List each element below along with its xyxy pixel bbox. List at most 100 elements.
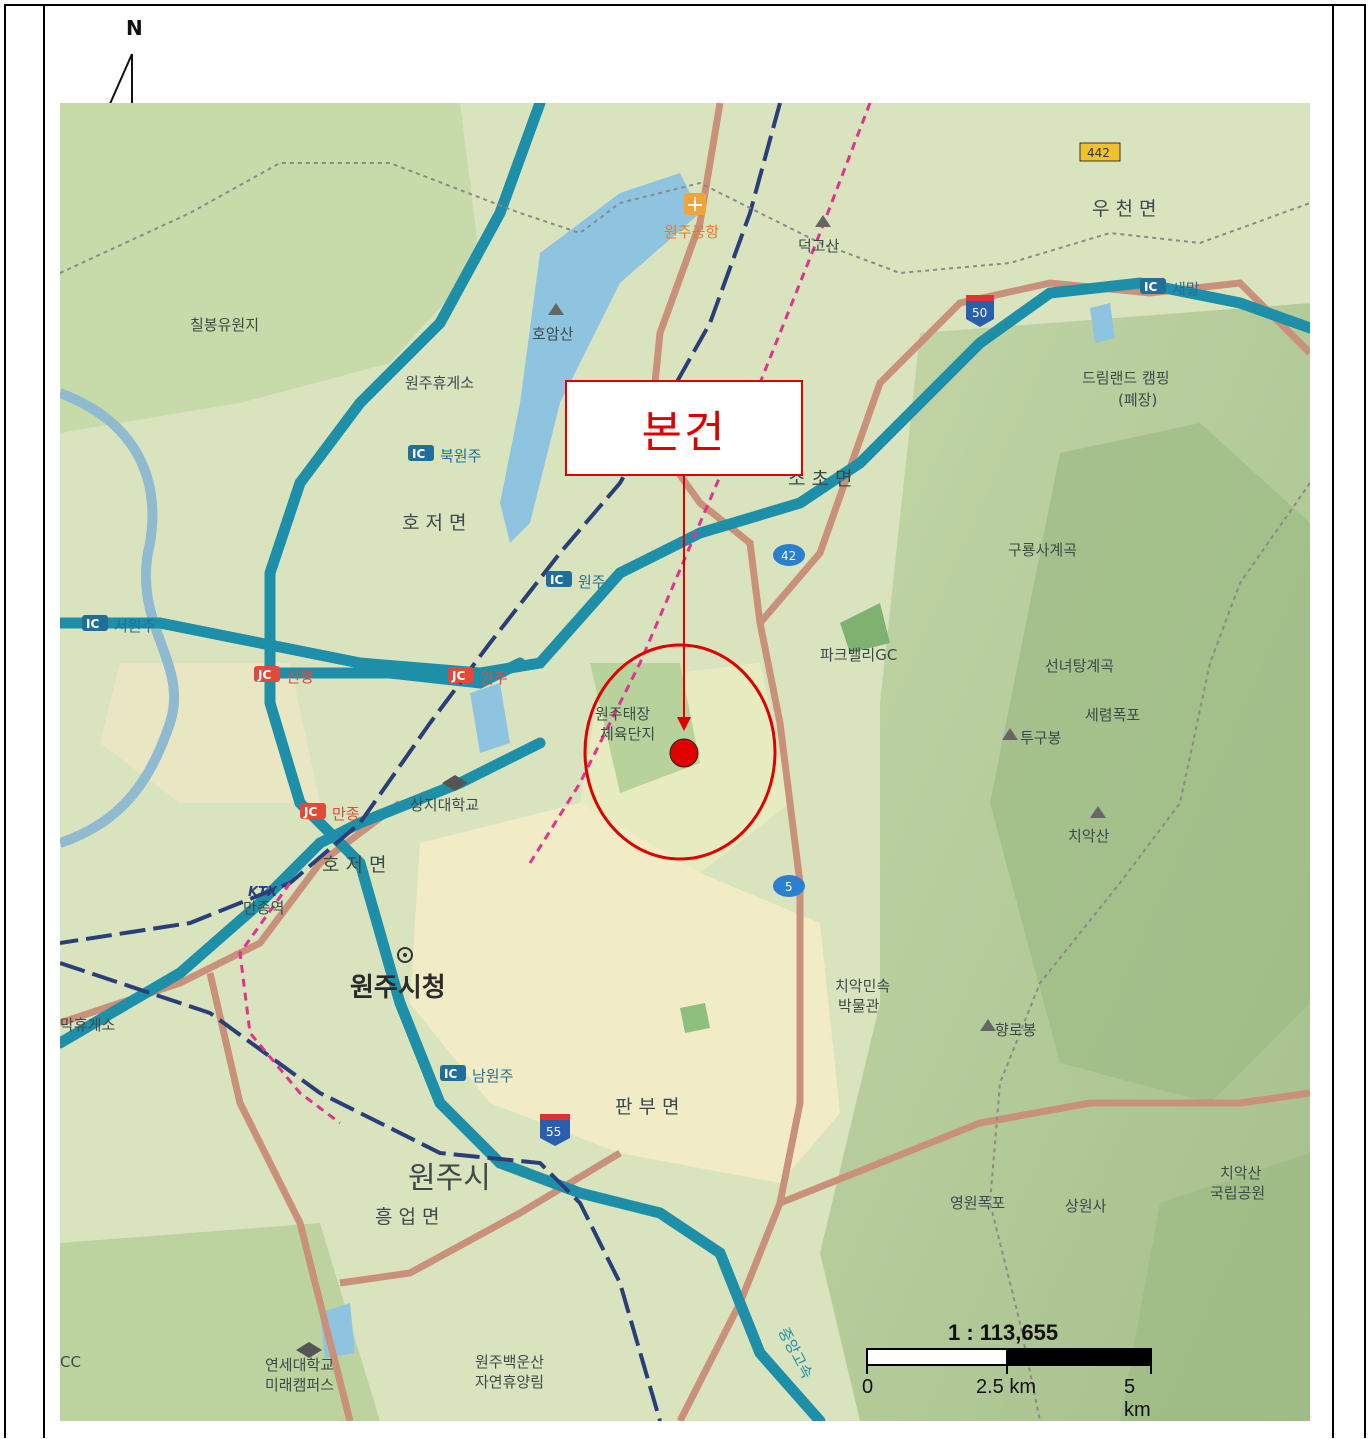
label-sangwon: 상원사 bbox=[1065, 1197, 1107, 1215]
scale-bar: 1 : 113,655 0 2.5 km 5 km bbox=[862, 1320, 1162, 1421]
target-area-circle bbox=[583, 643, 777, 861]
compass-north-label: N bbox=[126, 16, 143, 40]
label-manjong-jc: 만종 bbox=[332, 805, 360, 823]
scale-ratio: 1 : 113,655 bbox=[948, 1320, 1059, 1345]
ic-badge-text: IC bbox=[1144, 280, 1157, 294]
district-labels: 우 천 면 호 저 면 소 초 면 호 저 면 판 부 면 흥 업 면 bbox=[322, 198, 1157, 1228]
label-wonju-si: 원주시 bbox=[408, 1161, 491, 1196]
label-np-2: 국립공원 bbox=[1210, 1184, 1265, 1202]
outer-frame-right bbox=[1364, 4, 1366, 1438]
river-west bbox=[60, 388, 180, 848]
label-chiak: 치악산 bbox=[1068, 827, 1110, 845]
mountain-ridge-south bbox=[1120, 1153, 1310, 1421]
label-sinpyeong: 신평 bbox=[286, 668, 314, 686]
label-baekun-2: 자연휴양림 bbox=[475, 1373, 544, 1391]
route-shield-50 bbox=[966, 301, 994, 327]
label-np-1: 치악산 bbox=[1220, 1164, 1262, 1182]
label-manjong-station: 만종역 bbox=[243, 899, 284, 917]
label-heungeop: 흥 업 면 bbox=[375, 1206, 440, 1228]
label-dreamland-closed: (폐장) bbox=[1118, 391, 1157, 409]
label-sports-2: 체육단지 bbox=[600, 725, 655, 743]
mountain-icon bbox=[980, 1019, 996, 1031]
label-hojeo-north: 호 저 면 bbox=[402, 512, 467, 534]
label-city-hall: 원주시청 bbox=[350, 973, 446, 1003]
ktx-line bbox=[238, 103, 872, 1125]
label-socho: 소 초 면 bbox=[788, 468, 853, 490]
route-shield-50-top bbox=[966, 295, 994, 301]
scale-tick bbox=[866, 1364, 868, 1374]
label-sports-1: 원주태장 bbox=[595, 705, 650, 723]
route-shield-5 bbox=[773, 875, 805, 897]
mountain-icon bbox=[548, 303, 564, 315]
scale-label-2-5km: 2.5 km bbox=[976, 1376, 1037, 1398]
mountain-ridge bbox=[990, 423, 1310, 1103]
label-wonju-jc: 원주 bbox=[480, 669, 508, 687]
route-shield-42-text: 42 bbox=[781, 549, 796, 563]
route-shield-55-text: 55 bbox=[546, 1125, 561, 1139]
scale-tick bbox=[1150, 1364, 1152, 1374]
ic-badge bbox=[546, 571, 572, 587]
jc-badge-text: JC bbox=[451, 669, 465, 683]
jc-badge-text: JC bbox=[303, 805, 317, 819]
route-shield-55 bbox=[540, 1120, 570, 1146]
ic-badge-text: IC bbox=[86, 617, 99, 631]
scale-label-0: 0 bbox=[862, 1376, 874, 1398]
admin-boundary bbox=[60, 162, 1310, 1421]
route-shield-442 bbox=[1079, 142, 1121, 162]
scale-label-5km: 5 km bbox=[1124, 1376, 1151, 1421]
route-shield-42 bbox=[773, 544, 805, 566]
railway bbox=[60, 103, 782, 1421]
ic-badge bbox=[1140, 278, 1166, 294]
label-deokgosan: 덕고산 bbox=[798, 237, 840, 255]
target-location-dot[interactable] bbox=[669, 738, 699, 768]
route-shield-5-text: 5 bbox=[785, 880, 793, 894]
ktx-logo: KTX bbox=[248, 885, 278, 900]
label-hyangro: 향로봉 bbox=[995, 1021, 1036, 1039]
mountain-icon bbox=[815, 215, 831, 227]
ic-badge-text: IC bbox=[412, 447, 425, 461]
ic-badge-text: IC bbox=[550, 573, 563, 587]
route-shield-55-top bbox=[540, 1114, 570, 1120]
label-wonju-ic: 원주 bbox=[578, 573, 606, 591]
label-yeongwon: 영원폭포 bbox=[950, 1194, 1005, 1212]
label-tugu: 투구봉 bbox=[1020, 729, 1061, 747]
city-park bbox=[680, 1003, 710, 1033]
label-museum-1: 치악민속 bbox=[835, 977, 890, 995]
label-panbu: 판 부 면 bbox=[615, 1096, 680, 1118]
target-callout-label: 본건 bbox=[641, 407, 727, 458]
label-namwonju: 남원주 bbox=[472, 1067, 513, 1085]
city-hall-icon bbox=[397, 947, 413, 963]
reservoir bbox=[470, 683, 510, 753]
mountain-icon bbox=[1002, 728, 1018, 740]
label-yonsei-2: 미래캠퍼스 bbox=[265, 1376, 334, 1394]
route-shield-442-text: 442 bbox=[1087, 146, 1110, 160]
label-seowonju: 서원주 bbox=[114, 617, 155, 635]
interchange-badges: IC 북원주 IC 원주 IC 서원주 IC 새말 IC 남원주 JC 신평 J… bbox=[82, 278, 1200, 1085]
city-hall-icon-dot bbox=[403, 953, 407, 957]
label-sangji: 상지대학교 bbox=[410, 796, 479, 814]
ic-badge-text: IC bbox=[444, 1067, 457, 1081]
map-area[interactable]: 칠봉유원지 원주휴게소 호암산 덕고산 드림랜드 캠핑 (폐장) 구룡사계곡 파… bbox=[60, 103, 1310, 1421]
jc-badge-text: JC bbox=[257, 668, 271, 682]
label-seryeom: 세렴폭포 bbox=[1085, 706, 1140, 724]
label-baekun-1: 원주백운산 bbox=[475, 1353, 544, 1371]
label-park-valley: 파크밸리GC bbox=[820, 646, 897, 664]
university-icon bbox=[442, 775, 468, 791]
jc-badge bbox=[448, 667, 474, 683]
golf-course bbox=[840, 603, 890, 653]
ic-badge bbox=[82, 615, 108, 631]
place-labels: 칠봉유원지 원주휴게소 호암산 덕고산 드림랜드 캠핑 (폐장) 구룡사계곡 파… bbox=[60, 237, 1265, 1394]
label-rest-area: 원주휴게소 bbox=[405, 374, 474, 392]
label-dreamland: 드림랜드 캠핑 bbox=[1082, 369, 1170, 387]
label-gurong: 구룡사계곡 bbox=[1008, 541, 1077, 559]
route-shields: 442 50 42 5 55 bbox=[540, 142, 1121, 1146]
mountain-icon bbox=[1090, 806, 1106, 818]
label-museum-2: 박물관 bbox=[838, 997, 880, 1015]
label-ucheon: 우 천 면 bbox=[1092, 198, 1157, 220]
jc-badge bbox=[300, 803, 326, 819]
label-hojeo-south: 호 저 면 bbox=[322, 854, 387, 876]
forest-south-west bbox=[60, 1223, 380, 1421]
label-yonsei-1: 연세대학교 bbox=[265, 1356, 334, 1374]
pond bbox=[1090, 303, 1115, 343]
urban-area-wonju bbox=[410, 803, 840, 1183]
